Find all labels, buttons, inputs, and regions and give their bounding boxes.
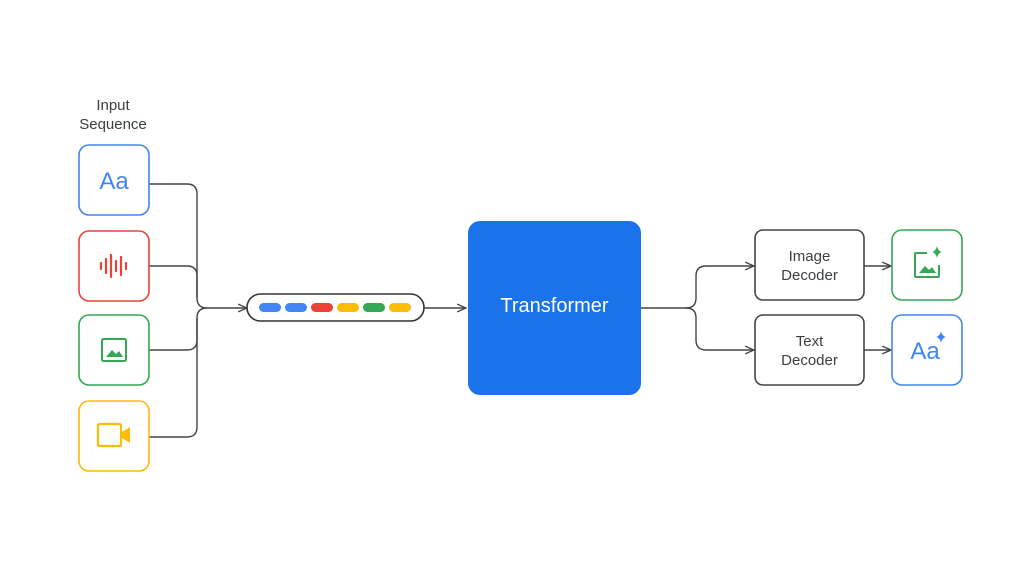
- text-decoder-box: Text Decoder: [754, 314, 865, 386]
- input-audio-box: [78, 230, 150, 302]
- token-3: [311, 303, 333, 312]
- token-2: [285, 303, 307, 312]
- decoder-connectors: [641, 266, 754, 350]
- image-decoder-box: Image Decoder: [754, 229, 865, 301]
- image-decoder-line2: Decoder: [781, 267, 838, 284]
- image-decoder-line1: Image: [789, 248, 831, 265]
- input-label-line2: Sequence: [79, 116, 147, 133]
- input-label-line1: Input: [96, 97, 130, 114]
- video-icon: [96, 422, 130, 448]
- transformer-label: Transformer: [500, 295, 609, 317]
- text-decoder-line1: Text: [796, 333, 824, 350]
- generated-text-icon: Aa: [910, 338, 940, 365]
- output-image-box: [891, 229, 963, 301]
- transformer-block: Transformer: [468, 221, 641, 395]
- token-6: [389, 303, 411, 312]
- token-1: [259, 303, 281, 312]
- generated-image-icon: [914, 246, 942, 278]
- text-decoder-line2: Decoder: [781, 352, 838, 369]
- input-connectors: [149, 183, 247, 438]
- input-text-box: Aa: [78, 144, 150, 216]
- sparkle-icon: [936, 331, 946, 343]
- text-icon: Aa: [99, 168, 129, 195]
- token-sequence: [246, 293, 425, 322]
- image-icon: [101, 338, 127, 362]
- output-text-box: Aa: [891, 314, 963, 386]
- token-5: [363, 303, 385, 312]
- audio-icon: [99, 253, 128, 279]
- output-connectors: [864, 266, 891, 350]
- input-video-box: [78, 400, 150, 472]
- input-image-box: [78, 314, 150, 386]
- token-4: [337, 303, 359, 312]
